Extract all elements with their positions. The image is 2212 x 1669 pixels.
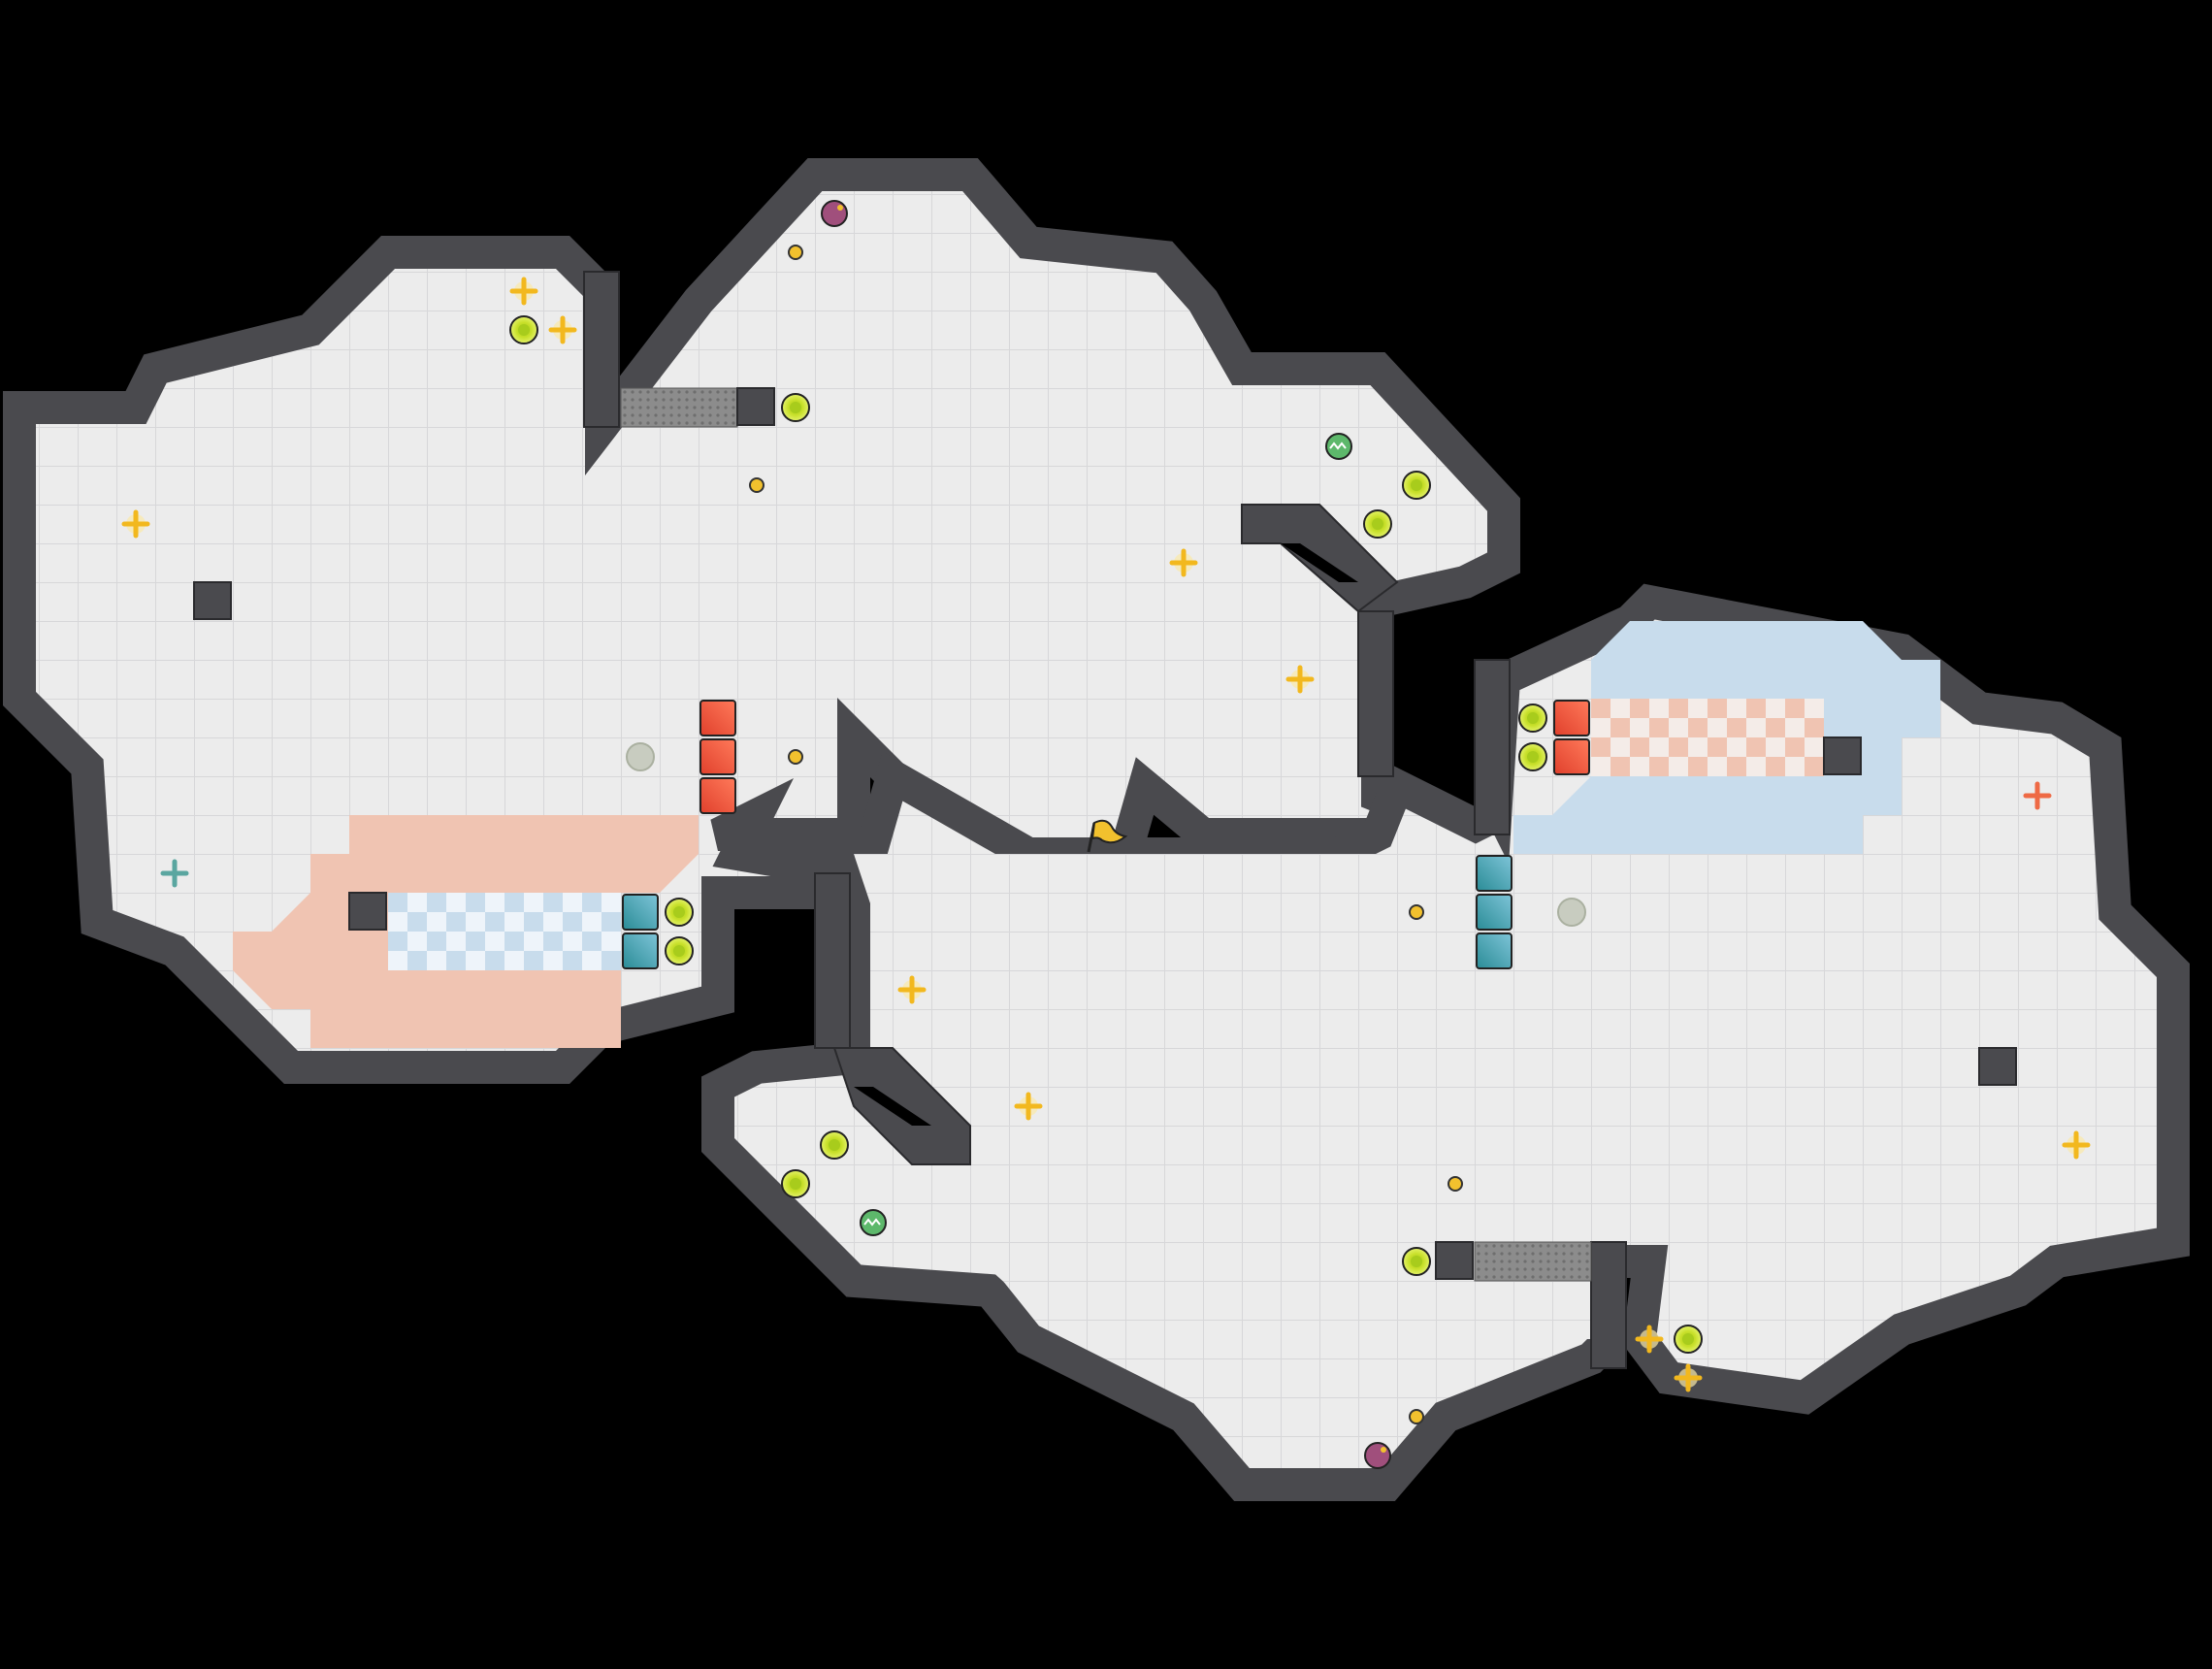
powerup-plus-icon: [1674, 1363, 1703, 1392]
blue-checker-west: [388, 893, 621, 970]
powerup-plus-icon: [121, 509, 150, 539]
boost-pad-icon: [781, 1169, 810, 1198]
floor-button-icon: [788, 749, 803, 765]
yellow-flag-icon: [1087, 819, 1128, 853]
red-gates: [699, 700, 1590, 814]
boost-pad-icon: [1518, 704, 1547, 733]
boost-pad-icon: [781, 393, 810, 422]
blue-spawn-icon: [160, 859, 189, 888]
powerup-plus-icon: [1169, 548, 1198, 577]
center-floor: [854, 834, 1610, 1339]
boost-pad-icon: [1363, 509, 1392, 539]
boost-pad-icon: [509, 315, 538, 344]
boost-pad-icon: [1402, 1247, 1431, 1276]
red-checker-east: [1591, 699, 1824, 776]
powerup-plus-icon: [509, 277, 538, 306]
floor-button-icon: [1409, 904, 1424, 920]
blue-gates: [622, 855, 1513, 969]
boost-pad-icon: [1518, 742, 1547, 771]
floor-button-icon: [788, 245, 803, 260]
boost-pad-icon: [1674, 1325, 1703, 1354]
grey-portal-icon: [626, 742, 1586, 927]
boost-pad-icon: [665, 936, 694, 965]
powerup-plus-icon: [1635, 1325, 1664, 1354]
powerup-plus-icon: [548, 315, 577, 344]
powerup-plus-icon: [1285, 665, 1315, 694]
red-spawn-icon: [2023, 781, 2052, 810]
floor-button-icon: [1448, 1176, 1463, 1192]
boost-pad-icon: [1402, 471, 1431, 500]
floor-button-icon: [1409, 1409, 1424, 1424]
bomb-icon: [821, 200, 1391, 1469]
powerup-plus-icon: [2062, 1130, 2091, 1160]
floor-buttons: [749, 245, 1463, 1424]
boost-pads: [509, 315, 1703, 1354]
boost-pad-icon: [820, 1130, 849, 1160]
powerup-plus-icon: [897, 975, 927, 1004]
neutral-gate-tile: [620, 387, 738, 428]
wall-blocks: [193, 387, 2017, 1280]
floor-button-icon: [749, 477, 764, 493]
powerup-plus-icon: [1014, 1092, 1043, 1121]
boost-pad-icon: [665, 898, 694, 927]
powerups: [121, 277, 2091, 1392]
green-spike-icon: [860, 433, 1352, 1236]
neutral-gate-tile: [1474, 1241, 1592, 1282]
